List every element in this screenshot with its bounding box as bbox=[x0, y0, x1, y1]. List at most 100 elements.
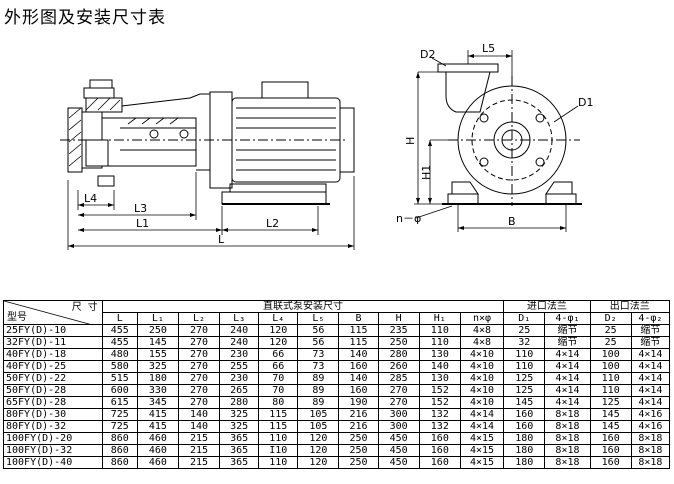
value-cell: 8×18 bbox=[630, 444, 671, 457]
value-cell: 155 bbox=[136, 348, 179, 361]
model-cell: 32FY(D)-11 bbox=[3, 336, 103, 349]
value-cell: 460 bbox=[136, 456, 179, 469]
value-cell: 325 bbox=[219, 420, 260, 433]
value-cell: 240 bbox=[219, 324, 260, 337]
value-cell: 115 bbox=[338, 336, 379, 349]
value-cell: 450 bbox=[377, 444, 420, 457]
value-cell: 615 bbox=[101, 396, 138, 409]
page-title: 外形图及安装尺寸表 bbox=[4, 8, 166, 28]
value-cell: 180 bbox=[503, 456, 546, 469]
value-cell: 860 bbox=[101, 456, 138, 469]
value-cell: 73 bbox=[297, 360, 340, 373]
value-cell: 4×14 bbox=[459, 420, 505, 433]
dim-label-L2: L2 bbox=[266, 217, 279, 230]
value-cell: I10 bbox=[258, 444, 299, 457]
value-cell: 4×10 bbox=[459, 384, 505, 397]
value-cell: 70 bbox=[258, 372, 299, 385]
value-cell: 725 bbox=[101, 408, 138, 421]
value-cell: 250 bbox=[377, 336, 420, 349]
value-cell: 230 bbox=[219, 372, 260, 385]
value-cell: 140 bbox=[177, 420, 221, 433]
value-cell: 4×14 bbox=[630, 360, 671, 373]
value-cell: 4×10 bbox=[459, 372, 505, 385]
group-header-direct: 直联式泵安装尺寸 bbox=[101, 300, 505, 313]
value-cell: 160 bbox=[589, 432, 632, 445]
value-cell: 152 bbox=[418, 384, 461, 397]
value-cell: 160 bbox=[418, 456, 461, 469]
dim-label-H1: H1 bbox=[420, 165, 433, 180]
value-cell: 300 bbox=[377, 420, 420, 433]
value-cell: 4×14 bbox=[630, 396, 671, 409]
value-cell: 160 bbox=[338, 384, 379, 397]
value-cell: 215 bbox=[177, 456, 221, 469]
dim-label-L3: L3 bbox=[134, 202, 147, 215]
value-cell: 8×18 bbox=[630, 432, 671, 445]
value-cell: 56 bbox=[297, 324, 340, 337]
value-cell: 25 bbox=[503, 324, 546, 337]
value-cell: 270 bbox=[177, 348, 221, 361]
dim-label-L5: L5 bbox=[482, 42, 495, 55]
value-cell: 4×10 bbox=[459, 396, 505, 409]
value-cell: 145 bbox=[589, 420, 632, 433]
value-cell: 190 bbox=[338, 396, 379, 409]
column-header: L₄ bbox=[258, 312, 299, 325]
value-cell: 4×14 bbox=[630, 348, 671, 361]
value-cell: 180 bbox=[503, 444, 546, 457]
value-cell: 325 bbox=[136, 360, 179, 373]
value-cell: 125 bbox=[589, 396, 632, 409]
value-cell: 145 bbox=[503, 396, 546, 409]
value-cell: 8×18 bbox=[544, 420, 591, 433]
column-header: 4-φ₂ bbox=[630, 312, 671, 325]
value-cell: 缩节 bbox=[544, 324, 591, 337]
value-cell: 115 bbox=[258, 408, 299, 421]
value-cell: 110 bbox=[418, 336, 461, 349]
pump-outline-drawing: L4 L3 L1 L2 L L5 D2 D1 H H1 n－φ B bbox=[60, 42, 593, 250]
value-cell: 8×18 bbox=[544, 408, 591, 421]
column-header: H bbox=[377, 312, 420, 325]
dim-label-n-phi: n－φ bbox=[396, 212, 421, 225]
value-cell: 115 bbox=[338, 324, 379, 337]
value-cell: 160 bbox=[589, 456, 632, 469]
group-header-outlet: 出口法兰 bbox=[589, 300, 671, 313]
value-cell: 250 bbox=[136, 324, 179, 337]
value-cell: 120 bbox=[297, 432, 340, 445]
value-cell: 70 bbox=[258, 384, 299, 397]
pump-side-view bbox=[414, 50, 582, 232]
value-cell: 89 bbox=[297, 372, 340, 385]
value-cell: 4×14 bbox=[459, 408, 505, 421]
value-cell: 4×15 bbox=[459, 432, 505, 445]
model-cell: 50FY(D)-28 bbox=[3, 384, 103, 397]
value-cell: 270 bbox=[177, 360, 221, 373]
value-cell: 140 bbox=[418, 360, 461, 373]
dim-label-L: L bbox=[218, 233, 225, 246]
value-cell: 115 bbox=[258, 420, 299, 433]
dim-label-B: B bbox=[508, 215, 516, 228]
right-foot bbox=[545, 193, 577, 205]
value-cell: 120 bbox=[258, 324, 299, 337]
value-cell: 860 bbox=[101, 444, 138, 457]
model-cell: 100FY(D)-40 bbox=[3, 456, 103, 469]
value-cell: 180 bbox=[503, 432, 546, 445]
model-cell: 100FY(D)-20 bbox=[3, 432, 103, 445]
value-cell: 160 bbox=[503, 420, 546, 433]
value-cell: 110 bbox=[503, 360, 546, 373]
value-cell: 32 bbox=[503, 336, 546, 349]
motor-base bbox=[221, 191, 327, 205]
value-cell: 8×18 bbox=[544, 456, 591, 469]
dim-label-L4: L4 bbox=[84, 192, 97, 205]
value-cell: 110 bbox=[589, 372, 632, 385]
value-cell: 455 bbox=[101, 336, 138, 349]
value-cell: 4×16 bbox=[630, 408, 671, 421]
value-cell: 455 bbox=[101, 324, 138, 337]
value-cell: 125 bbox=[503, 372, 546, 385]
value-cell: 215 bbox=[177, 444, 221, 457]
value-cell: 255 bbox=[219, 360, 260, 373]
value-cell: 230 bbox=[219, 348, 260, 361]
